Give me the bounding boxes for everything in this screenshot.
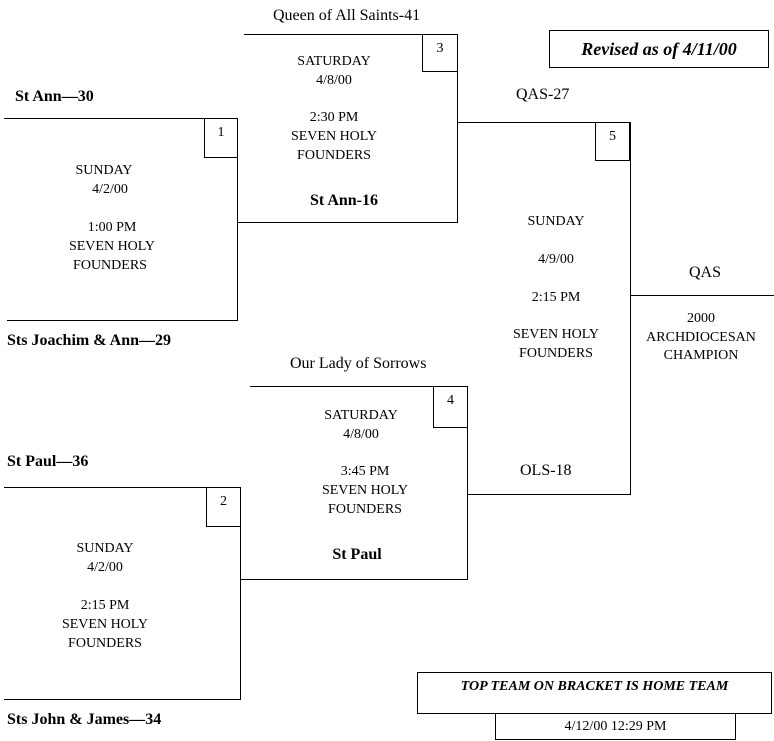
game5-bottom-line (467, 494, 631, 495)
game4-right-line (467, 386, 468, 580)
game3-top-line (244, 34, 458, 35)
game4-time: 3:45 PM (340, 464, 390, 479)
champion-year: 2000 (687, 311, 715, 326)
game2-bottom-team: Sts John & James—34 (7, 711, 162, 728)
game3-bottom-team: St Ann-16 (309, 192, 379, 209)
game3-bottom-line (237, 222, 458, 223)
game5-venue-line1: SEVEN HOLY (512, 327, 600, 342)
game1-bottom-line (7, 320, 238, 321)
game1-right-line (237, 118, 238, 321)
game5-number: 5 (595, 122, 630, 161)
timestamp: 4/12/00 12:29 PM (564, 718, 667, 734)
game4-top-team: Our Lady of Sorrows (290, 355, 427, 372)
revised-label: Revised as of 4/11/00 (581, 38, 737, 59)
game3-date: 4/8/00 (316, 73, 352, 88)
game3-time: 2:30 PM (309, 110, 359, 125)
game3-number: 3 (422, 34, 458, 72)
game3-top-team: Queen of All Saints-41 (273, 7, 421, 24)
game2-top-line (4, 487, 241, 488)
game2-venue-line1: SEVEN HOLY (61, 617, 149, 632)
champion-title-line2: CHAMPION (663, 348, 739, 363)
game5-time: 2:15 PM (531, 290, 581, 305)
champion-team: QAS (688, 264, 722, 281)
game3-day: SATURDAY (297, 54, 371, 69)
game1-venue-line2: FOUNDERS (73, 258, 147, 273)
game1-top-team: St Ann—30 (15, 88, 94, 105)
game1-venue-line1: SEVEN HOLY (68, 239, 156, 254)
game2-date: 4/2/00 (87, 560, 123, 575)
game3-right-line (457, 34, 458, 223)
game1-day: SUNDAY (75, 163, 133, 178)
champion-line (630, 295, 774, 296)
game1-bottom-team: Sts Joachim & Ann—29 (7, 332, 172, 349)
game1-time: 1:00 PM (87, 220, 137, 235)
game2-number: 2 (206, 487, 241, 527)
game5-bottom-team: OLS-18 (520, 462, 572, 479)
game5-top-line (457, 122, 631, 123)
game2-time: 2:15 PM (80, 598, 130, 613)
game5-day: SUNDAY (527, 214, 585, 229)
game4-date: 4/8/00 (343, 427, 379, 442)
home-team-note: TOP TEAM ON BRACKET IS HOME TEAM (460, 679, 729, 694)
game5-right-line (630, 122, 631, 495)
game4-number: 4 (433, 386, 468, 428)
game1-number: 1 (204, 118, 238, 158)
game3-venue-line2: FOUNDERS (297, 148, 371, 163)
game3-venue-line1: SEVEN HOLY (290, 129, 378, 144)
game4-venue-line1: SEVEN HOLY (321, 483, 409, 498)
game5-venue-line2: FOUNDERS (519, 346, 593, 361)
game2-right-line (240, 487, 241, 700)
game4-venue-line2: FOUNDERS (328, 502, 402, 517)
home-team-note-box: TOP TEAM ON BRACKET IS HOME TEAM (417, 672, 772, 714)
game1-top-line (4, 118, 238, 119)
game5-date: 4/9/00 (538, 252, 574, 267)
game4-day: SATURDAY (324, 408, 398, 423)
champion-title-line1: ARCHDIOCESAN (646, 330, 756, 345)
game5-top-team: QAS-27 (516, 86, 570, 103)
game4-top-line (250, 386, 468, 387)
game1-date: 4/2/00 (92, 182, 128, 197)
game2-top-team: St Paul—36 (7, 453, 89, 470)
timestamp-box: 4/12/00 12:29 PM (495, 713, 736, 740)
game4-bottom-line (240, 579, 468, 580)
revised-box: Revised as of 4/11/00 (549, 30, 769, 68)
game2-day: SUNDAY (76, 541, 134, 556)
game4-bottom-team: St Paul (332, 546, 382, 563)
game2-venue-line2: FOUNDERS (68, 636, 142, 651)
game2-bottom-line (4, 699, 241, 700)
